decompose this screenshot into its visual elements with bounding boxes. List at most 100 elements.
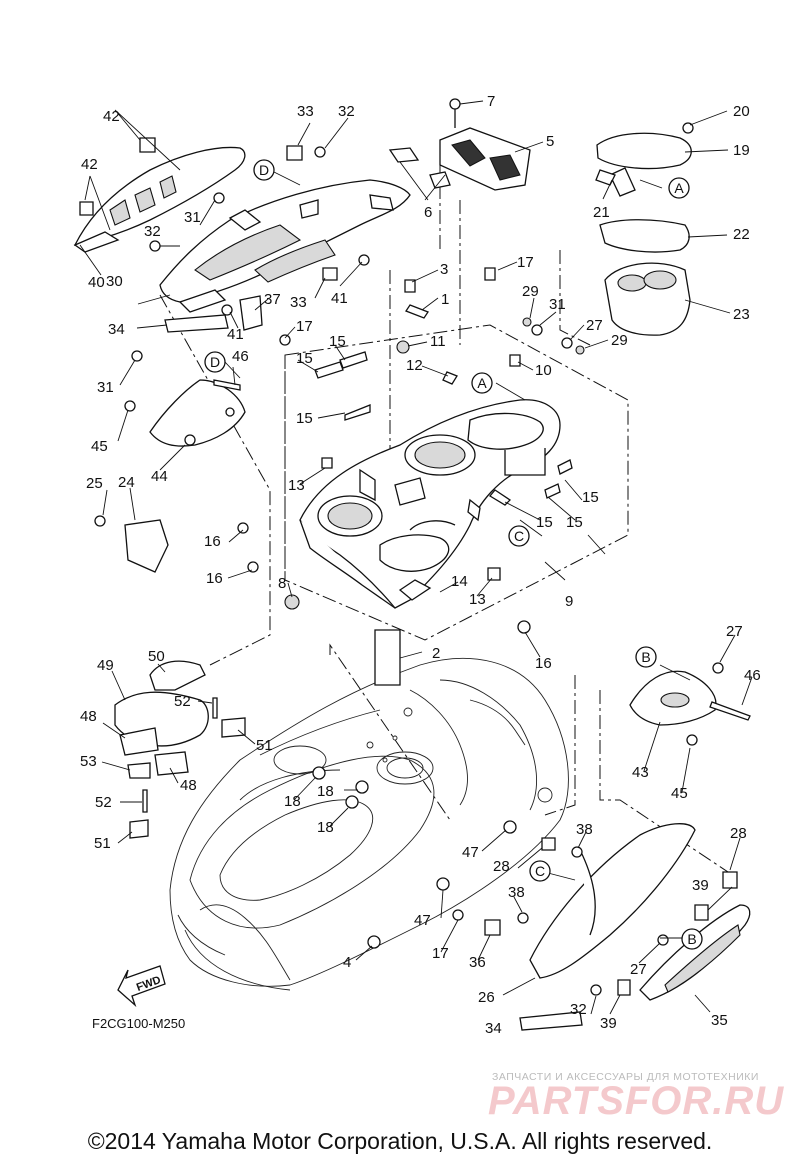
part-number: 27	[726, 623, 743, 640]
part-number: 13	[469, 591, 486, 608]
part-number: 29	[522, 283, 539, 300]
marker-C: C	[535, 863, 545, 879]
part-number: 16	[206, 570, 223, 587]
part-number: 27	[630, 961, 647, 978]
part-number: 41	[227, 326, 244, 343]
part-number: 48	[180, 777, 197, 794]
front-panel-40	[73, 146, 246, 253]
part-number: 31	[97, 379, 114, 396]
part-number: 41	[331, 290, 348, 307]
pad-53	[127, 762, 151, 779]
cover-22	[599, 219, 690, 253]
part-number: 8	[278, 575, 286, 592]
part-number: 16	[535, 655, 552, 672]
part-number: 51	[256, 737, 273, 754]
part-number: 23	[733, 306, 750, 323]
part-number: 37	[264, 291, 281, 308]
part-number: 48	[80, 708, 97, 725]
pads	[114, 314, 583, 1031]
part-number: 20	[733, 103, 750, 120]
part-number: 15	[296, 410, 313, 427]
part-number: 35	[711, 1012, 728, 1029]
watermark-logo: PARTSFOR.RU	[488, 1079, 785, 1123]
part-number: 46	[744, 667, 761, 684]
part-number: 11	[430, 333, 446, 350]
part-number: 12	[406, 357, 423, 374]
storage-bin-9	[299, 399, 561, 609]
part-number: 29	[611, 332, 628, 349]
part-number: 13	[288, 477, 305, 494]
part-number: 2	[432, 645, 440, 662]
part-number: 32	[338, 103, 355, 120]
fwd-arrow: FWD	[117, 965, 166, 1008]
marker-B: B	[641, 649, 650, 665]
part-number: 9	[565, 593, 573, 610]
gauge-cluster-5	[388, 127, 531, 191]
marker-B: B	[687, 931, 696, 947]
part-number: 15	[536, 514, 553, 531]
part-number: 47	[414, 912, 431, 929]
part-number: 51	[94, 835, 111, 852]
bracket-24	[124, 519, 169, 573]
part-number: 18	[284, 793, 301, 810]
part-number: 6	[424, 204, 432, 221]
part-number: 31	[549, 296, 566, 313]
part-number: 32	[570, 1001, 587, 1018]
right-brackets	[529, 670, 751, 1001]
part-number-labels: 1 2 3 4 5 6 7 8 9 10 11 12 13 13 14 15 1…	[80, 93, 761, 1037]
part-number: 32	[144, 223, 161, 240]
part-number: 39	[692, 877, 709, 894]
part-number: 42	[81, 156, 98, 173]
part-number: 33	[297, 103, 314, 120]
part-number: 27	[586, 317, 603, 334]
part-number: 7	[487, 93, 495, 110]
part-number: 36	[469, 954, 486, 971]
marker-C: C	[514, 528, 524, 544]
pad-34b	[519, 1011, 583, 1031]
part-number: 38	[508, 884, 525, 901]
part-number: 30	[106, 273, 123, 290]
part-number: 15	[329, 333, 346, 350]
figure-code: F2CG100-M250	[92, 1016, 186, 1031]
lid-parts	[596, 122, 694, 336]
deck-cover-30	[159, 179, 411, 313]
marker-A: A	[477, 375, 487, 391]
bracket-44	[149, 379, 246, 447]
part-number: 15	[582, 489, 599, 506]
part-number: 3	[440, 261, 448, 278]
part-number: 24	[118, 474, 135, 491]
part-number: 4	[343, 954, 351, 971]
part-number: 25	[86, 475, 103, 492]
part-number: 40	[88, 274, 105, 291]
part-number: 22	[733, 226, 750, 243]
part-number: 17	[296, 318, 313, 335]
part-number: 45	[671, 785, 688, 802]
part-number: 31	[184, 209, 201, 226]
pad-34a	[164, 314, 229, 333]
part-number: 14	[451, 573, 468, 590]
part-number: 34	[108, 321, 125, 338]
reference-markers: A A B B C C D D	[204, 159, 703, 950]
fasteners	[79, 98, 751, 996]
strap-50	[149, 660, 206, 691]
marker-D: D	[259, 162, 269, 178]
part-number: 15	[296, 350, 313, 367]
part-number: 53	[80, 753, 97, 770]
marker-D: D	[210, 354, 220, 370]
part-number: 18	[317, 819, 334, 836]
pad-48b	[154, 751, 189, 776]
part-number: 44	[151, 468, 168, 485]
part-number: 28	[493, 858, 510, 875]
part-number: 45	[91, 438, 108, 455]
marker-A: A	[674, 180, 684, 196]
part-number: 19	[733, 142, 750, 159]
copyright-notice: ©2014 Yamaha Motor Corporation, U.S.A. A…	[87, 1128, 713, 1154]
part-number: 46	[232, 348, 249, 365]
watermark-tagline: ЗАПЧАСТИ И АКСЕССУАРЫ ДЛЯ МОТОТЕХНИКИ	[492, 1071, 759, 1083]
leader-lines	[79, 100, 753, 1015]
part-number: 52	[95, 794, 112, 811]
part-number: 42	[103, 108, 120, 125]
part-number: 43	[632, 764, 649, 781]
part-number: 49	[97, 657, 114, 674]
